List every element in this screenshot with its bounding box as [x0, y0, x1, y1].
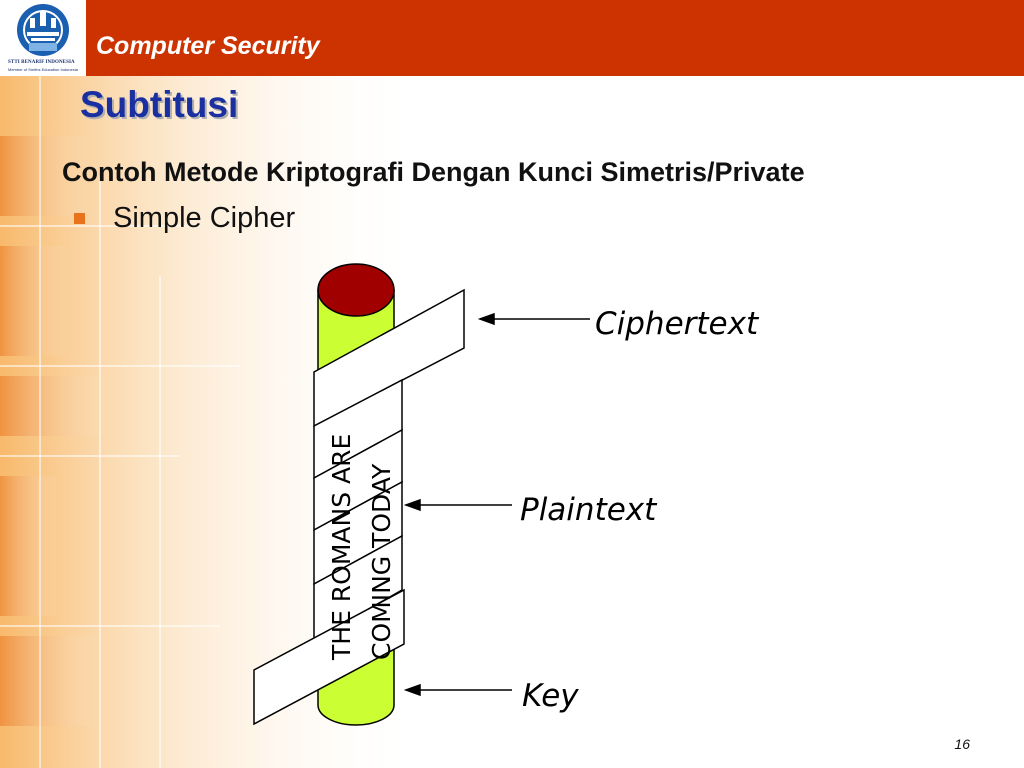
page-number: 16 — [954, 736, 970, 752]
strip-text-line1: THE ROMANS ARE — [327, 434, 356, 661]
slide-subtitle: Contoh Metode Kriptografi Dengan Kunci S… — [62, 157, 805, 187]
ciphertext-label: Ciphertext — [595, 306, 760, 342]
header-title: Computer Security — [96, 32, 320, 60]
bullet-item: Simple Cipher — [113, 202, 296, 234]
plaintext-label: Plaintext — [520, 492, 658, 528]
cylinder-top — [317, 263, 395, 317]
logo-area: STTI BENARIF INDONESIA Member of Smiths … — [0, 0, 86, 76]
key-label: Key — [522, 678, 579, 714]
logo-emblem-icon — [17, 4, 69, 56]
header-bar — [86, 0, 1024, 76]
paper-strip — [253, 288, 465, 726]
slide-title: Subtitusi — [80, 84, 239, 125]
bullet-square-icon — [74, 213, 85, 224]
logo-caption: STTI BENARIF INDONESIA — [8, 60, 75, 65]
logo-subcaption: Member of Smiths Education Indonesia — [8, 67, 78, 72]
strip-text-line2: COMING TODAY — [367, 463, 396, 660]
